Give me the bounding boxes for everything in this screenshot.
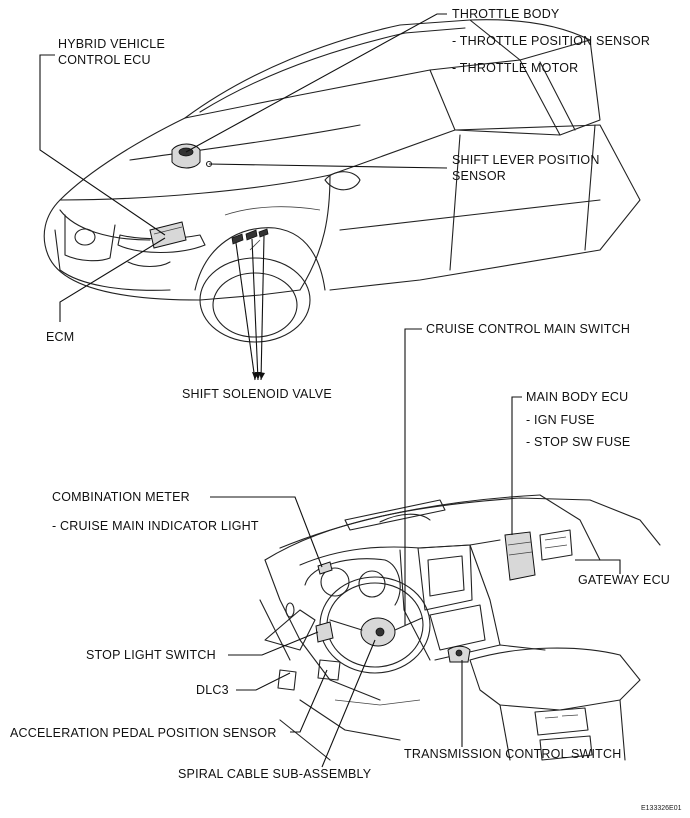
label-hybrid-ecu-line2: CONTROL ECU	[58, 53, 151, 67]
label-cruise-control-main-switch: CRUISE CONTROL MAIN SWITCH	[426, 322, 630, 336]
figure-code: E133326E01	[641, 805, 682, 812]
label-spiral-cable-sub-assembly: SPIRAL CABLE SUB-ASSEMBLY	[178, 767, 372, 781]
label-shift-solenoid-valve: SHIFT SOLENOID VALVE	[182, 387, 332, 401]
label-cruise-main-indicator-light: - CRUISE MAIN INDICATOR LIGHT	[52, 519, 259, 533]
shift-solenoid-part	[231, 228, 269, 245]
interior-illustration	[259, 494, 661, 761]
label-shift-lever-line2: SENSOR	[452, 169, 506, 183]
label-stop-light-switch: STOP LIGHT SWITCH	[86, 648, 216, 662]
label-shift-lever-line1: SHIFT LEVER POSITION	[452, 153, 600, 167]
label-acceleration-pedal-position-sensor: ACCELERATION PEDAL POSITION SENSOR	[10, 726, 277, 740]
label-throttle-body: THROTTLE BODY	[452, 7, 560, 21]
throttle-body-part	[171, 143, 201, 169]
car-exterior-illustration	[43, 19, 641, 343]
label-gateway-ecu: GATEWAY ECU	[578, 573, 670, 587]
label-throttle-position-sensor: - THROTTLE POSITION SENSOR	[452, 34, 650, 48]
label-hybrid-ecu-line1: HYBRID VEHICLE	[58, 37, 165, 51]
labels: THROTTLE BODY - THROTTLE POSITION SENSOR…	[10, 7, 682, 812]
label-transmission-control-switch: TRANSMISSION CONTROL SWITCH	[404, 747, 621, 761]
label-throttle-motor: - THROTTLE MOTOR	[452, 61, 578, 75]
label-stop-sw-fuse: - STOP SW FUSE	[526, 435, 630, 449]
leader-lines	[39, 13, 621, 768]
label-combination-meter: COMBINATION METER	[52, 490, 190, 504]
label-dlc3: DLC3	[196, 683, 229, 697]
label-main-body-ecu: MAIN BODY ECU	[526, 390, 628, 404]
label-ign-fuse: - IGN FUSE	[526, 413, 595, 427]
label-ecm: ECM	[46, 330, 74, 344]
